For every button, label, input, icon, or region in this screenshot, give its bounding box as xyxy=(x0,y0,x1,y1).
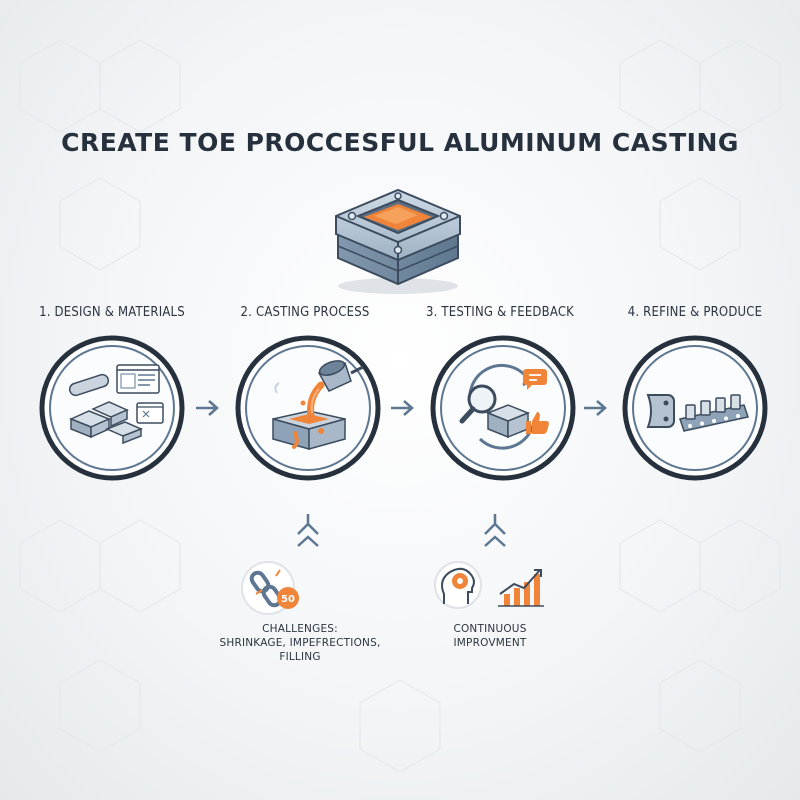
arrow-right-icon xyxy=(196,400,219,416)
chevron-connector-icon xyxy=(484,514,506,547)
step-2-circle xyxy=(235,335,381,481)
step-4-label: 4. REFINE & PRODUCE xyxy=(627,305,763,320)
step-3-label: 3. TESTING & FEEDBACK xyxy=(425,305,575,320)
step-1-circle xyxy=(39,335,185,481)
broken-chain-icon: 50 xyxy=(241,561,299,615)
arrow-right-icon xyxy=(391,400,414,416)
challenge-badge: 50 xyxy=(281,594,295,605)
challenges-text: CHALLENGES: SHRINKAGE, IMPEFRECTIONS, FI… xyxy=(219,623,381,663)
step-4-circle xyxy=(622,335,768,481)
materials-icon xyxy=(68,364,164,445)
inspection-icon xyxy=(459,363,549,450)
improvement-text: CONTINUOUS IMPROVMENT xyxy=(453,623,527,649)
chevron-connector-icon xyxy=(297,514,319,547)
production-line-icon xyxy=(646,394,749,432)
pouring-icon xyxy=(272,360,364,450)
brain-gear-icon xyxy=(434,561,482,609)
improvement-icons xyxy=(434,561,544,609)
step-3-circle xyxy=(430,335,576,481)
arrow-right-icon xyxy=(584,400,607,416)
growth-chart-icon xyxy=(498,569,544,607)
step-2-label: 2. CASTING PROCESS xyxy=(240,305,370,320)
step-1-label: 1. DESIGN & MATERIALS xyxy=(39,305,185,320)
casting-mold-icon xyxy=(335,188,461,294)
page-title: CREATE TOE PROCCESFUL ALUMINUM CASTING xyxy=(61,128,739,157)
